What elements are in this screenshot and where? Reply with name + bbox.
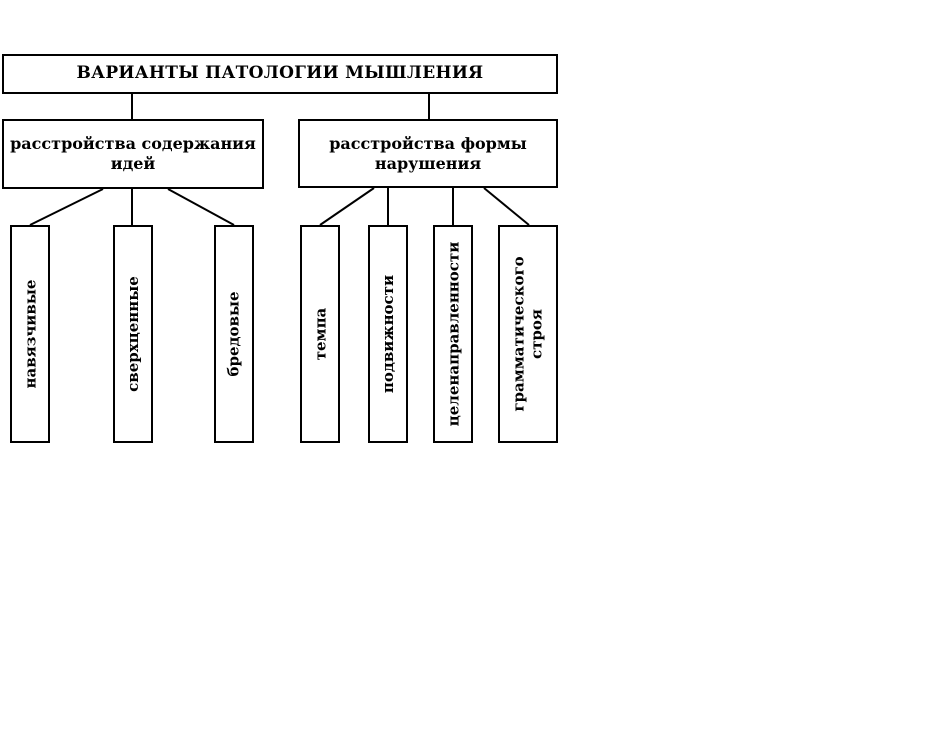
root-node-label: ВАРИАНТЫ ПАТОЛОГИИ МЫШЛЕНИЯ <box>77 63 484 84</box>
connector-content-to-bredovye <box>168 189 234 225</box>
leaf-node-label: сверхценные <box>124 276 142 392</box>
leaf-node-label: бредовые <box>225 291 243 376</box>
connector-form-to-grammaticheskogo <box>484 188 529 225</box>
root-node: ВАРИАНТЫ ПАТОЛОГИИ МЫШЛЕНИЯ <box>2 54 558 94</box>
leaf-node-sverkhtsennye: сверхценные <box>113 225 153 443</box>
leaf-node-navyazchivye: навязчивые <box>10 225 50 443</box>
branch-node-label: расстройства содержания идей <box>8 134 258 174</box>
leaf-node-bredovye: бредовые <box>214 225 254 443</box>
leaf-node-tempa: темпа <box>300 225 340 443</box>
connector-content-to-navyazchivye <box>30 189 103 225</box>
leaf-node-tselenapravlennosti: целенаправленности <box>433 225 473 443</box>
branch-node-content-disorders: расстройства содержания идей <box>2 119 264 189</box>
branch-node-form-disorders: расстройства формы нарушения <box>298 119 558 188</box>
leaf-node-grammaticheskogo-stroya: грамматического строя <box>498 225 558 443</box>
leaf-node-label: грамматического строя <box>510 256 546 411</box>
branch-node-label: расстройства формы нарушения <box>304 134 552 174</box>
leaf-node-label: навязчивые <box>21 280 39 389</box>
connector-form-to-tempa <box>320 188 374 225</box>
leaf-node-label: целенаправленности <box>444 242 462 427</box>
leaf-node-podvizhnosti: подвижности <box>368 225 408 443</box>
leaf-node-label: темпа <box>311 308 329 361</box>
leaf-node-label: подвижности <box>379 275 397 393</box>
